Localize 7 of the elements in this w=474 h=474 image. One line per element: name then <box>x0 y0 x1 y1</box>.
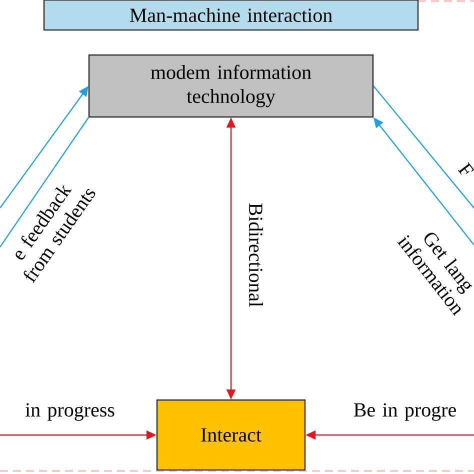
process-box: Interact <box>156 400 306 470</box>
heading-box: Man-machine interaction <box>44 0 418 30</box>
edge-label: in progress <box>25 403 114 421</box>
edge-label: Bidirectional <box>248 203 264 307</box>
edge-label: Be in progre <box>354 403 456 421</box>
process-box: modem information technology <box>88 54 374 118</box>
edge-label: F <box>458 162 474 175</box>
